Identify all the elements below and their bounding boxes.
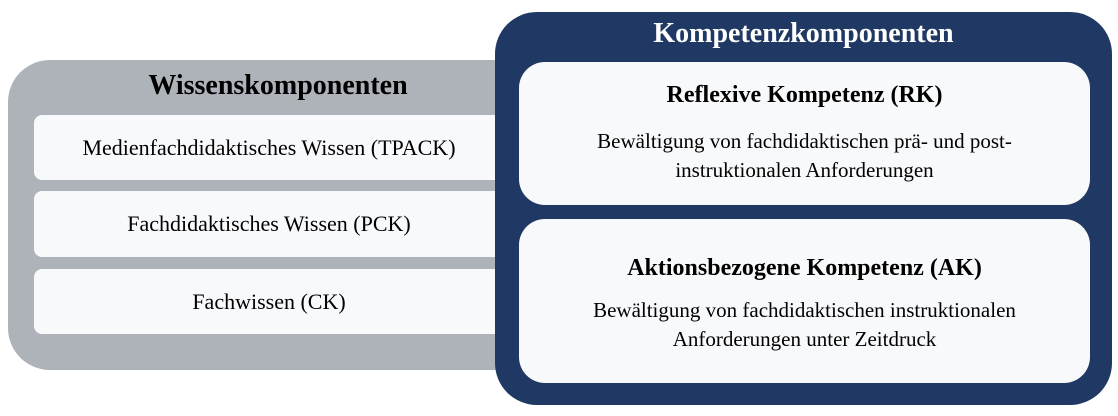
knowledge-item-tpack: Medienfachdidaktisches Wissen (TPACK) [34,115,504,180]
competence-item-description: Bewältigung von fachdidaktischen prä- un… [597,129,1012,182]
competence-item-title: Reflexive Kompetenz (RK) [666,82,943,108]
competence-item-description: Bewältigung von fachdidaktischen instruk… [593,298,1016,351]
competence-item-ak: Aktionsbezogene Kompetenz (AK) Bewältigu… [519,219,1090,383]
competence-item-rk: Reflexive Kompetenz (RK) Bewältigung von… [519,62,1090,205]
competence-components-title: Kompetenzkomponenten [653,18,954,49]
competence-item-title: Aktionsbezogene Kompetenz (AK) [627,255,982,281]
knowledge-components-title: Wissenskomponenten [148,70,408,101]
knowledge-item-pck: Fachdidaktisches Wissen (PCK) [34,191,504,257]
knowledge-item-ck: Fachwissen (CK) [34,269,504,334]
